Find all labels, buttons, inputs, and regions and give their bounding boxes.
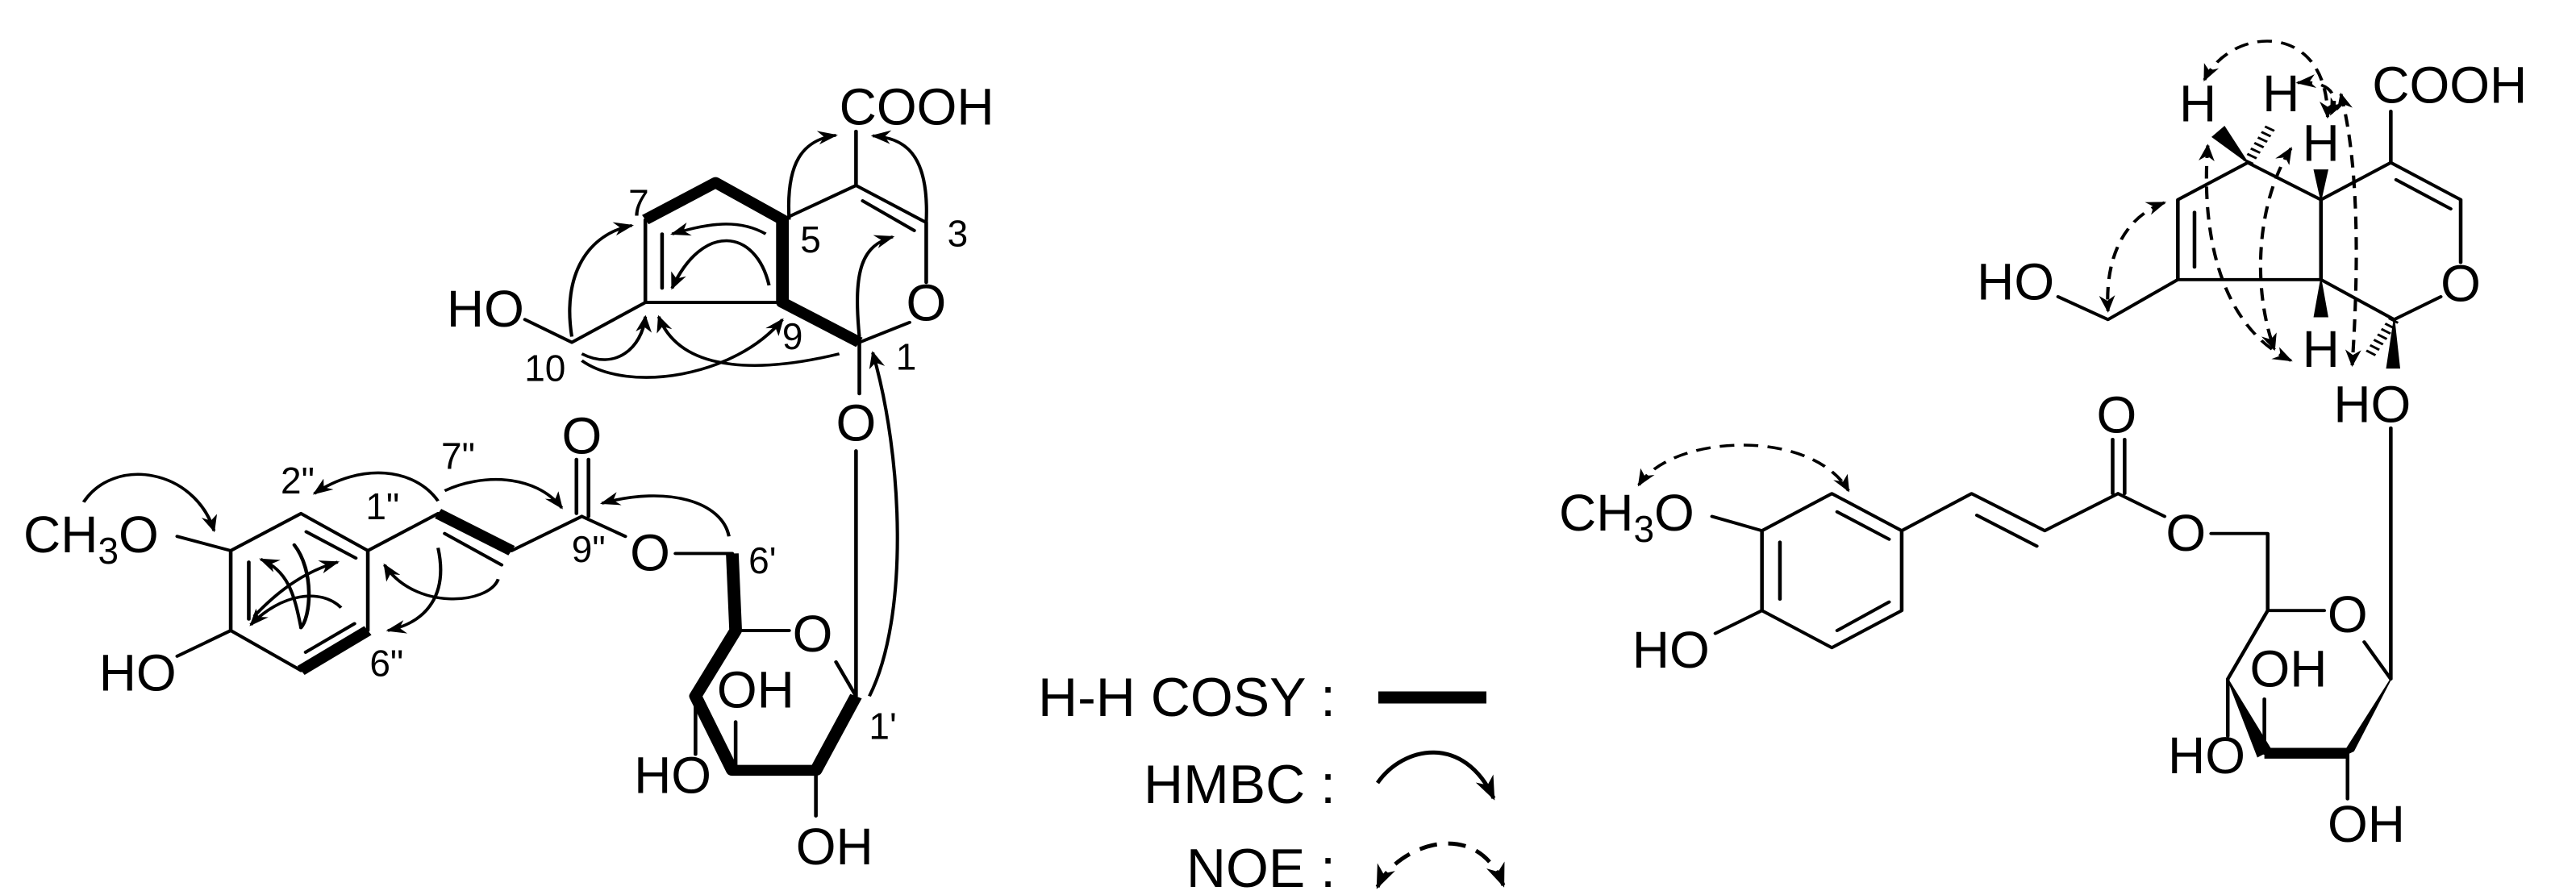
atom-number: 3 bbox=[948, 213, 969, 255]
legend-noe-label: NOE : bbox=[1186, 838, 1336, 895]
noe-arrow bbox=[2258, 147, 2293, 352]
hmbc-arrow bbox=[657, 314, 840, 367]
noe-arrow bbox=[2203, 40, 2336, 119]
aromatic-hydroxyl-label: HO bbox=[99, 643, 177, 701]
wedge-bond bbox=[2340, 678, 2392, 759]
noe-arrow bbox=[2099, 201, 2167, 313]
cooh-label: COOH bbox=[2372, 56, 2527, 114]
carbonyl-oxygen-label: O bbox=[562, 407, 602, 465]
hmbc-arrow-tail bbox=[292, 543, 311, 630]
hmbc-correlation-arrows bbox=[81, 130, 928, 697]
hmbc-arrow bbox=[386, 547, 443, 634]
atom-number: 7" bbox=[441, 435, 475, 477]
ester-oxygen-label: O bbox=[2165, 504, 2206, 562]
atom-number: 7 bbox=[628, 182, 649, 224]
hmbc-arrow bbox=[444, 477, 564, 510]
noe-arrow bbox=[1637, 443, 1850, 493]
atom-number: 9" bbox=[572, 528, 606, 570]
atom-number: 2" bbox=[281, 460, 315, 502]
hmbc-arrow bbox=[382, 563, 500, 601]
sugar-ring-oxygen-label: O bbox=[2328, 585, 2368, 643]
hydroxyl-c10-label: HO bbox=[447, 280, 524, 338]
glycosidic-oxygen-label: O bbox=[2370, 376, 2411, 434]
cosy-bold-bonds bbox=[297, 177, 863, 776]
legend-hmbc-arrow bbox=[1375, 750, 1496, 801]
right-structure-noe: COOH H H H H H O O HO O O O CH3O HO OH H… bbox=[1559, 40, 2527, 853]
ring-oxygen-label: O bbox=[907, 274, 947, 332]
hydroxyl-c10-label: HO bbox=[1977, 253, 2054, 311]
noe-arrow bbox=[2295, 74, 2345, 116]
hmbc-arrow bbox=[252, 560, 340, 618]
sugar-ring-oxygen-label: O bbox=[793, 605, 833, 663]
atom-number: 9 bbox=[782, 315, 803, 357]
sugar-oh-label: OH bbox=[717, 661, 794, 719]
atom-number: 5 bbox=[800, 219, 821, 260]
hmbc-arrow bbox=[81, 472, 218, 533]
noe-correlation-arrows bbox=[1637, 40, 2361, 493]
hmbc-arrow bbox=[856, 235, 895, 337]
legend-cosy-label: H-H COSY : bbox=[1038, 667, 1336, 728]
wedge-bond bbox=[2211, 125, 2249, 164]
hmbc-arrow bbox=[568, 222, 635, 337]
methoxy-label: CH3O bbox=[1559, 484, 1694, 550]
atom-number: 6" bbox=[369, 643, 403, 685]
hmbc-arrow bbox=[581, 314, 652, 361]
legend-noe-dashed-arrow bbox=[1375, 841, 1506, 889]
hmbc-arrow bbox=[670, 239, 771, 290]
left-structure-cosy-hmbc: COOH O HO O O O O CH3O HO OH HO OH 3 5 7… bbox=[23, 77, 994, 876]
legend-hmbc-label: HMBC : bbox=[1144, 754, 1336, 815]
atom-number: 1 bbox=[896, 336, 917, 378]
sugar-oh-label: OH bbox=[796, 818, 873, 876]
hydrogen-label: H bbox=[2303, 114, 2340, 173]
hmbc-arrow bbox=[870, 130, 928, 223]
hashed-bond bbox=[2243, 122, 2278, 165]
glycosidic-oxygen-label: O bbox=[836, 393, 876, 452]
cooh-label: COOH bbox=[840, 77, 994, 135]
atom-number: 1" bbox=[365, 485, 399, 527]
hydrogen-label: H bbox=[2179, 75, 2216, 133]
hmbc-arrow bbox=[581, 318, 784, 379]
aromatic-hydroxyl-label: HO bbox=[1632, 621, 1710, 679]
sugar-ho-label: HO bbox=[2168, 726, 2245, 785]
hmbc-arrow bbox=[599, 492, 731, 537]
atom-number: 1' bbox=[869, 705, 896, 747]
normal-bonds bbox=[175, 129, 928, 818]
hmbc-arrow bbox=[249, 594, 343, 626]
atom-number: 6' bbox=[748, 539, 776, 581]
atom-number: 10 bbox=[524, 348, 565, 389]
sugar-oh-label: OH bbox=[2249, 639, 2327, 697]
atom-numbering: 3 5 7 9 1 10 1' 6' 2" 1" 7" 9" 6" bbox=[281, 182, 968, 747]
hydrogen-label: H bbox=[2333, 376, 2370, 434]
wedge-bond bbox=[2313, 279, 2328, 318]
hydrogen-label: H bbox=[2303, 320, 2340, 378]
sugar-ho-label: HO bbox=[634, 747, 711, 805]
hashed-bond bbox=[2365, 317, 2399, 358]
normal-bonds bbox=[1710, 110, 2463, 801]
noe-arrow bbox=[2336, 92, 2361, 368]
wedge-bond bbox=[2386, 319, 2401, 369]
ester-oxygen-label: O bbox=[630, 524, 670, 582]
hydrogen-label: H bbox=[2262, 65, 2299, 123]
carbonyl-oxygen-label: O bbox=[2097, 385, 2137, 443]
sugar-oh-label: OH bbox=[2328, 795, 2405, 853]
hmbc-arrow bbox=[312, 471, 440, 502]
ring-oxygen-label: O bbox=[2441, 255, 2481, 313]
wedge-bond bbox=[2313, 169, 2328, 200]
hmbc-arrow bbox=[669, 223, 767, 236]
hmbc-arrow bbox=[868, 351, 899, 697]
hmbc-arrow bbox=[786, 131, 838, 220]
methoxy-label: CH3O bbox=[23, 506, 159, 572]
